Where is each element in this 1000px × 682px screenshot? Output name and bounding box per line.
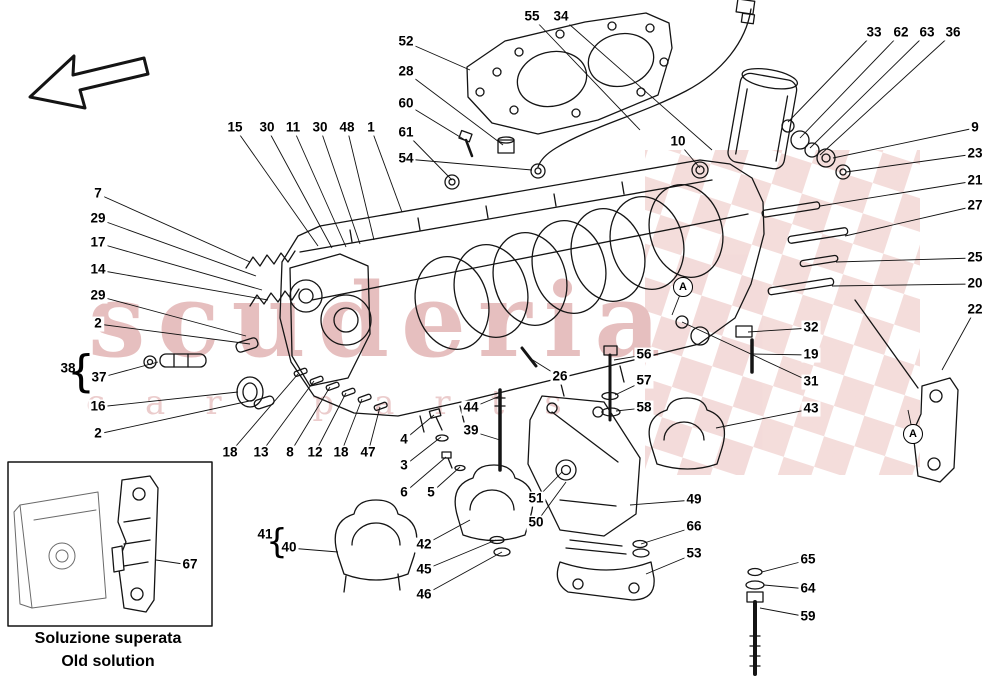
callout-46: 46 bbox=[414, 586, 434, 603]
callout-58: 58 bbox=[634, 399, 654, 416]
long-bolt bbox=[745, 567, 765, 676]
callout-30: 30 bbox=[310, 119, 330, 136]
callout-31: 31 bbox=[801, 373, 821, 390]
callout-41: 41 bbox=[255, 526, 275, 543]
callout-23: 23 bbox=[965, 145, 985, 162]
callout-50: 50 bbox=[526, 514, 546, 531]
callout-29: 29 bbox=[88, 287, 108, 304]
callout-18: 18 bbox=[331, 444, 351, 461]
support-bracket-right bbox=[854, 299, 959, 483]
callout-52: 52 bbox=[396, 33, 416, 50]
callout-22: 22 bbox=[965, 301, 985, 318]
callout-44: 44 bbox=[461, 399, 481, 416]
callout-2: 2 bbox=[92, 425, 104, 442]
callout-13: 13 bbox=[251, 444, 271, 461]
old-bracket-part bbox=[111, 475, 159, 613]
callout-48: 48 bbox=[337, 119, 357, 136]
callout-11: 11 bbox=[283, 119, 303, 136]
inset-caption-english: Old solution bbox=[61, 653, 155, 670]
callout-38: 38 bbox=[58, 360, 78, 377]
callout-6: 6 bbox=[398, 484, 410, 501]
callout-53: 53 bbox=[684, 545, 704, 562]
callout-34: 34 bbox=[551, 8, 571, 25]
callout-brace-1: { bbox=[67, 346, 95, 397]
callout-10: 10 bbox=[668, 133, 688, 150]
callout-32: 32 bbox=[801, 319, 821, 336]
callout-18: 18 bbox=[220, 444, 240, 461]
callout-57: 57 bbox=[634, 372, 654, 389]
callout-15: 15 bbox=[225, 119, 245, 136]
circled-a-marker-1: A bbox=[673, 277, 693, 297]
callout-27: 27 bbox=[965, 197, 985, 214]
callout-60: 60 bbox=[396, 95, 416, 112]
inset-caption-italian: Soluzione superata bbox=[34, 630, 182, 647]
callout-36: 36 bbox=[943, 24, 963, 41]
callout-brace-2: { bbox=[266, 522, 288, 562]
callout-55: 55 bbox=[522, 8, 542, 25]
callout-28: 28 bbox=[396, 63, 416, 80]
callout-20: 20 bbox=[965, 275, 985, 292]
callout-1: 1 bbox=[365, 119, 377, 136]
direction-arrow-icon bbox=[28, 54, 150, 110]
callout-51: 51 bbox=[526, 490, 546, 507]
callout-12: 12 bbox=[305, 444, 325, 461]
callout-42: 42 bbox=[414, 536, 434, 553]
callout-21: 21 bbox=[965, 172, 985, 189]
callout-4: 4 bbox=[398, 431, 410, 448]
callout-56: 56 bbox=[634, 346, 654, 363]
callout-26: 26 bbox=[550, 368, 570, 385]
callout-16: 16 bbox=[88, 398, 108, 415]
callout-66: 66 bbox=[684, 518, 704, 535]
callout-59: 59 bbox=[798, 608, 818, 625]
callout-62: 62 bbox=[891, 24, 911, 41]
callout-63: 63 bbox=[917, 24, 937, 41]
callout-8: 8 bbox=[284, 444, 296, 461]
callout-19: 19 bbox=[801, 346, 821, 363]
callout-2: 2 bbox=[92, 315, 104, 332]
circled-a-marker-2: A bbox=[903, 424, 923, 444]
mount-pad bbox=[556, 539, 655, 601]
callout-64: 64 bbox=[798, 580, 818, 597]
callout-43: 43 bbox=[801, 400, 821, 417]
callout-7: 7 bbox=[92, 185, 104, 202]
callout-5: 5 bbox=[425, 484, 437, 501]
callout-9: 9 bbox=[969, 119, 981, 136]
callout-17: 17 bbox=[88, 234, 108, 251]
callout-33: 33 bbox=[864, 24, 884, 41]
callout-45: 45 bbox=[414, 561, 434, 578]
callout-30: 30 bbox=[257, 119, 277, 136]
callout-61: 61 bbox=[396, 124, 416, 141]
callout-14: 14 bbox=[88, 261, 108, 278]
callout-49: 49 bbox=[684, 491, 704, 508]
callout-3: 3 bbox=[398, 457, 410, 474]
engine-mount-arm bbox=[527, 395, 641, 537]
callout-25: 25 bbox=[965, 249, 985, 266]
callout-47: 47 bbox=[358, 444, 378, 461]
callout-39: 39 bbox=[461, 422, 481, 439]
old-solution-inset bbox=[7, 461, 213, 627]
bearing-clamps bbox=[334, 397, 726, 593]
callout-29: 29 bbox=[88, 210, 108, 227]
callout-65: 65 bbox=[798, 551, 818, 568]
callout-67: 67 bbox=[180, 556, 200, 573]
callout-54: 54 bbox=[396, 150, 416, 167]
